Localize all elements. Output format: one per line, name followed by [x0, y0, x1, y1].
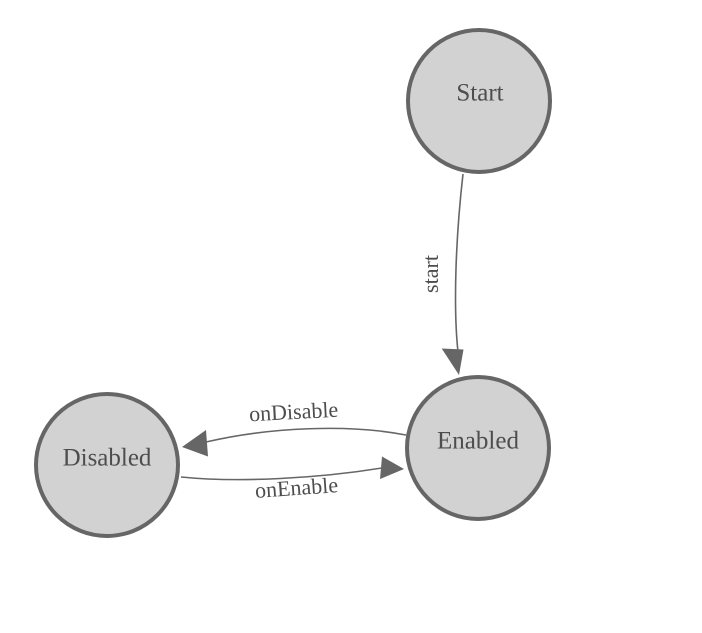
- transition-edge-onenable: onEnable: [180, 456, 404, 503]
- edge-line-ondisable: [205, 427, 407, 443]
- edge-label-onenable: onEnable: [254, 472, 339, 503]
- arrowhead-start-to-enabled: [441, 348, 464, 375]
- edge-label-start: start: [418, 255, 443, 293]
- edge-line-start: [454, 173, 464, 353]
- state-node-start-circle: [406, 28, 552, 174]
- state-node-enabled-circle: [405, 375, 551, 521]
- state-node-disabled-circle: [34, 392, 180, 538]
- transition-edge-start: start: [418, 173, 464, 375]
- edge-line-onenable: [180, 467, 383, 481]
- arrowhead-disabled-to-enabled: [380, 456, 404, 479]
- state-node-enabled-label: Enabled: [437, 428, 519, 455]
- state-node-disabled: Disabled: [34, 392, 180, 538]
- state-node-start-label: Start: [456, 80, 503, 107]
- state-node-disabled-label: Disabled: [63, 445, 152, 472]
- state-node-start: Start: [406, 28, 552, 174]
- state-node-enabled: Enabled: [405, 375, 551, 521]
- transition-edge-ondisable: onDisable: [182, 397, 407, 457]
- edge-label-ondisable: onDisable: [248, 397, 338, 427]
- arrowhead-enabled-to-disabled: [182, 430, 208, 457]
